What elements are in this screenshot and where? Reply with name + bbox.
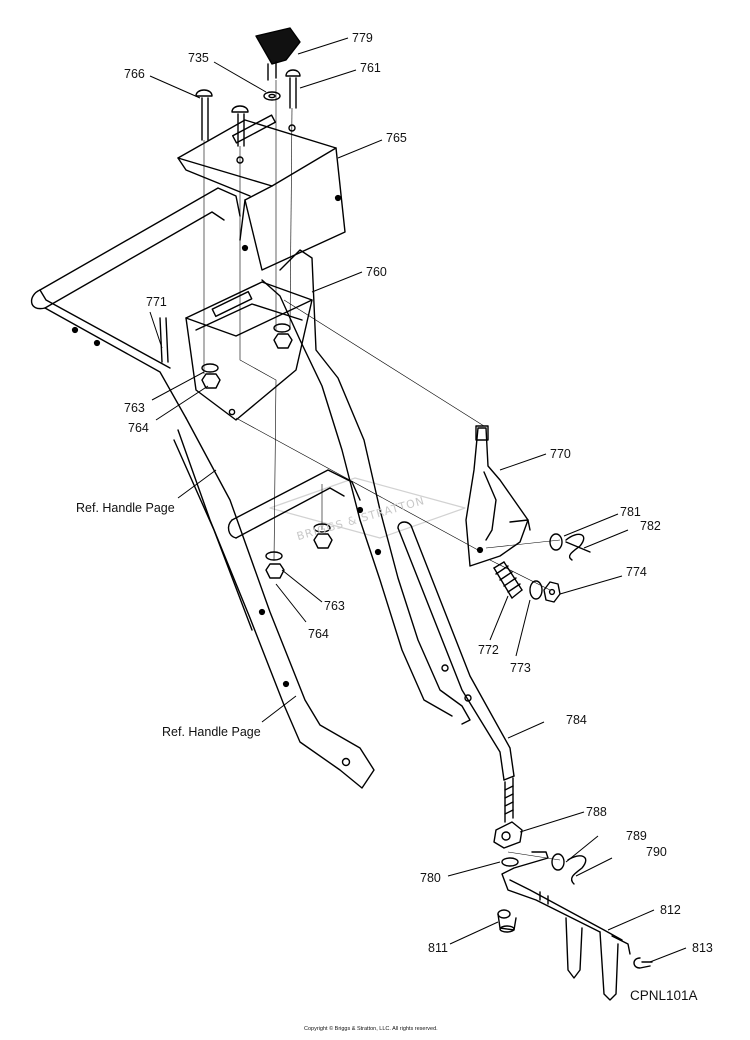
nut-774 — [543, 581, 561, 603]
callout-763-upper: 763 — [124, 401, 145, 415]
callout-760: 760 — [366, 265, 387, 279]
callout-781: 781 — [620, 505, 641, 519]
spring-772 — [493, 561, 523, 599]
callout-763-lower: 763 — [324, 599, 345, 613]
bracket-760 — [185, 281, 313, 421]
ref-handle-label-lower: Ref. Handle Page — [162, 725, 261, 739]
callout-779: 779 — [352, 31, 373, 45]
washer-773 — [529, 580, 543, 600]
washer-781 — [549, 533, 563, 551]
ref-handle-label-upper: Ref. Handle Page — [76, 501, 175, 515]
knob-779 — [255, 27, 301, 81]
control-panel-765 — [177, 114, 346, 271]
shift-arm-812 — [501, 851, 631, 1001]
callout-773: 773 — [510, 661, 531, 675]
copyright-text: Copyright © Briggs & Stratton, LLC. All … — [304, 1025, 438, 1032]
shift-rod-784 — [397, 521, 515, 823]
callout-771: 771 — [146, 295, 167, 309]
callout-784: 784 — [566, 713, 587, 727]
callout-772: 772 — [478, 643, 499, 657]
callout-766: 766 — [124, 67, 145, 81]
hairpin-782 — [565, 533, 591, 561]
callout-735: 735 — [188, 51, 209, 65]
callout-764-lower: 764 — [308, 627, 329, 641]
assembly-centerlines — [203, 80, 561, 861]
callout-764-upper: 764 — [128, 421, 149, 435]
bolt-766 — [195, 89, 249, 147]
callout-811: 811 — [428, 941, 448, 955]
callout-labels: 779 735 761 766 765 760 771 763 764 770 … — [124, 31, 713, 955]
washer-780 — [501, 857, 519, 867]
bolt-761 — [285, 69, 301, 109]
washer-789 — [551, 853, 565, 871]
clip-813 — [633, 957, 653, 969]
lower-crossbar-handle — [227, 469, 361, 539]
callout-790: 790 — [646, 845, 667, 859]
callout-813: 813 — [692, 941, 713, 955]
callout-765: 765 — [386, 131, 407, 145]
callout-812: 812 — [660, 903, 681, 917]
callout-770: 770 — [550, 447, 571, 461]
right-upper-handle — [261, 249, 472, 725]
callout-788: 788 — [586, 805, 607, 819]
callout-780: 780 — [420, 871, 441, 885]
leader-lines — [149, 37, 687, 963]
watermark-logo — [269, 477, 466, 539]
swivel-788 — [493, 821, 523, 849]
watermark-text: BRIGGS & STRATTON — [295, 494, 426, 543]
shift-lever-770 — [465, 425, 531, 567]
nuts-washers-upper — [201, 323, 293, 389]
callout-782: 782 — [640, 519, 661, 533]
callout-789: 789 — [626, 829, 647, 843]
diagram-code: CPNL101A — [630, 988, 698, 1003]
upper-handle-loop — [30, 187, 375, 789]
callout-774: 774 — [626, 565, 647, 579]
hairpin-790 — [567, 855, 587, 885]
bushing-811 — [497, 909, 517, 933]
washer-735 — [263, 91, 281, 101]
bolt-771 — [159, 317, 169, 363]
callout-761: 761 — [360, 61, 381, 75]
